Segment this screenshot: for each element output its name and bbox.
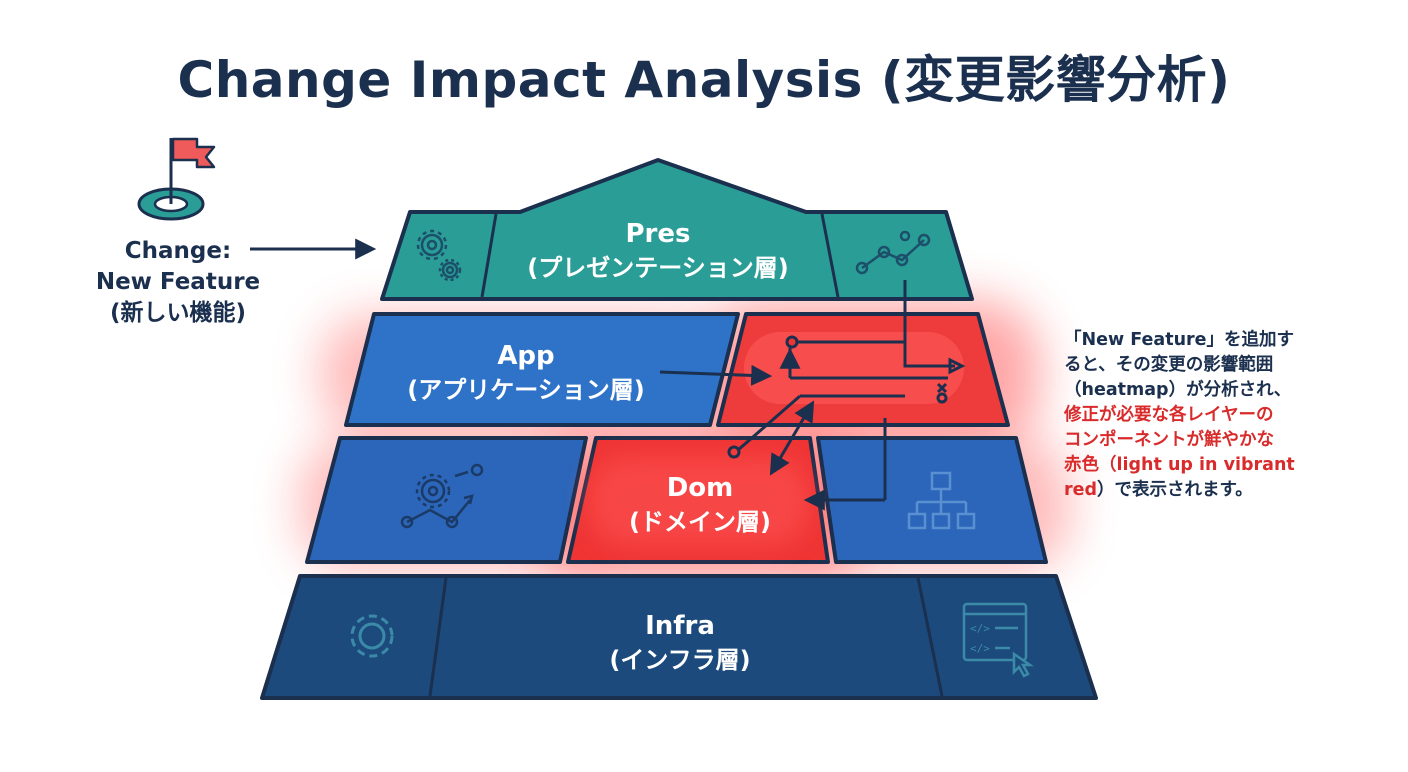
infra-title: Infra (645, 611, 715, 641)
pres-subtitle: (プレゼンテーション層) (527, 254, 788, 282)
desc-line-2: ると、その変更の影響範囲 (1064, 355, 1274, 375)
app-title: App (497, 341, 554, 371)
svg-text:</>: </> (970, 642, 990, 655)
description-text: 「New Feature」を追加す ると、その変更の影響範囲 （heatmap）… (1064, 328, 1364, 503)
layer-infra[interactable] (260, 574, 1098, 700)
hierarchy-icon (907, 471, 976, 530)
app-subtitle: (アプリケーション層) (407, 376, 644, 404)
gear-network-icon (400, 463, 484, 529)
change-label-line3: (新しい機能) (109, 300, 247, 326)
gears-icon (416, 229, 462, 282)
desc-line-6a: 赤色（ (1064, 455, 1117, 475)
gear-icon (350, 614, 394, 658)
desc-line-6b: light up in vibrant (1116, 455, 1295, 475)
svg-text:</>: </> (970, 622, 990, 635)
desc-line-7b: ）で表示されます。 (1097, 480, 1253, 500)
change-label-line1: Change: (124, 238, 232, 264)
desc-line-7: red）で表示されます。 (1064, 478, 1364, 503)
change-label-line2: New Feature (95, 269, 261, 295)
desc-line-4: 修正が必要な各レイヤーの (1064, 405, 1274, 425)
desc-line-1: 「New Feature」を追加す (1064, 330, 1295, 350)
code-window-icon: </> </> (962, 602, 1035, 678)
desc-line-3: （heatmap）が分析され、 (1064, 380, 1292, 400)
page-title: Change Impact Analysis (変更影響分析) (177, 51, 1231, 109)
layer-dom[interactable] (305, 436, 1048, 564)
change-label: Change: New Feature (新しい機能) (78, 236, 278, 329)
circuit-icon (744, 332, 966, 404)
dom-subtitle: (ドメイン層) (629, 508, 771, 536)
pres-title: Pres (626, 219, 691, 249)
flag-target-icon (137, 137, 216, 221)
desc-line-7a: red (1064, 480, 1098, 500)
layer-pres[interactable] (380, 158, 974, 301)
dom-title: Dom (667, 473, 734, 503)
desc-line-5: コンポーネントが鮮やかな (1064, 430, 1274, 450)
line-graph-icon (855, 230, 931, 275)
dependency-arrows (659, 280, 907, 511)
desc-line-6: 赤色（light up in vibrant (1064, 453, 1364, 478)
infra-subtitle: (インフラ層) (609, 646, 750, 674)
